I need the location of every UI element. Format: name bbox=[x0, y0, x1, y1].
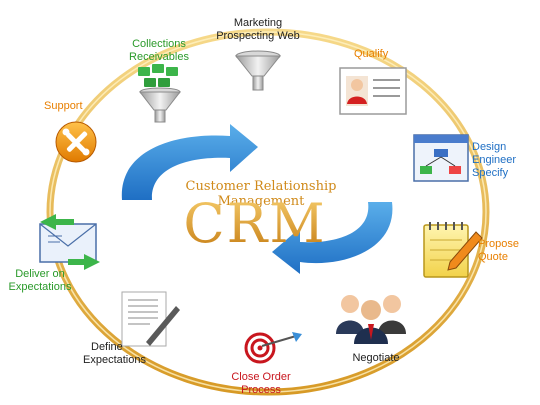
target-dart-icon bbox=[244, 332, 302, 364]
design-window-icon bbox=[413, 134, 469, 182]
cycle-ring-highlight bbox=[49, 31, 487, 393]
tools-icon bbox=[55, 121, 97, 163]
label-define: Define Expectations bbox=[83, 341, 146, 366]
label-support: Support bbox=[44, 100, 83, 112]
notepad-pencil-icon bbox=[423, 222, 483, 278]
crm-center-text: CRM bbox=[180, 192, 330, 255]
label-marketing: Marketing Prospecting Web bbox=[216, 17, 300, 42]
label-qualify: Qualify bbox=[354, 48, 389, 60]
label-negotiate: Negotiate bbox=[352, 352, 400, 364]
label-propose: Propose Quote bbox=[478, 238, 519, 263]
label-close: Close Order Process bbox=[231, 371, 291, 396]
funnel-icon bbox=[234, 50, 282, 91]
envelope-arrows-icon bbox=[39, 214, 100, 270]
diagram-title: Customer Relationship Management bbox=[185, 179, 337, 209]
people-group-icon bbox=[336, 295, 406, 344]
document-pen-icon bbox=[121, 291, 180, 347]
cycle-arrow-bottom bbox=[272, 202, 393, 274]
label-design: Design Engineer Specify bbox=[472, 141, 517, 179]
label-collections: Collections Receivables bbox=[129, 38, 189, 63]
money-funnel-icon bbox=[138, 64, 182, 123]
cycle-arrow-top bbox=[121, 124, 259, 200]
label-deliver: Deliver on Expectations bbox=[8, 268, 72, 293]
profile-card-icon bbox=[339, 67, 407, 115]
